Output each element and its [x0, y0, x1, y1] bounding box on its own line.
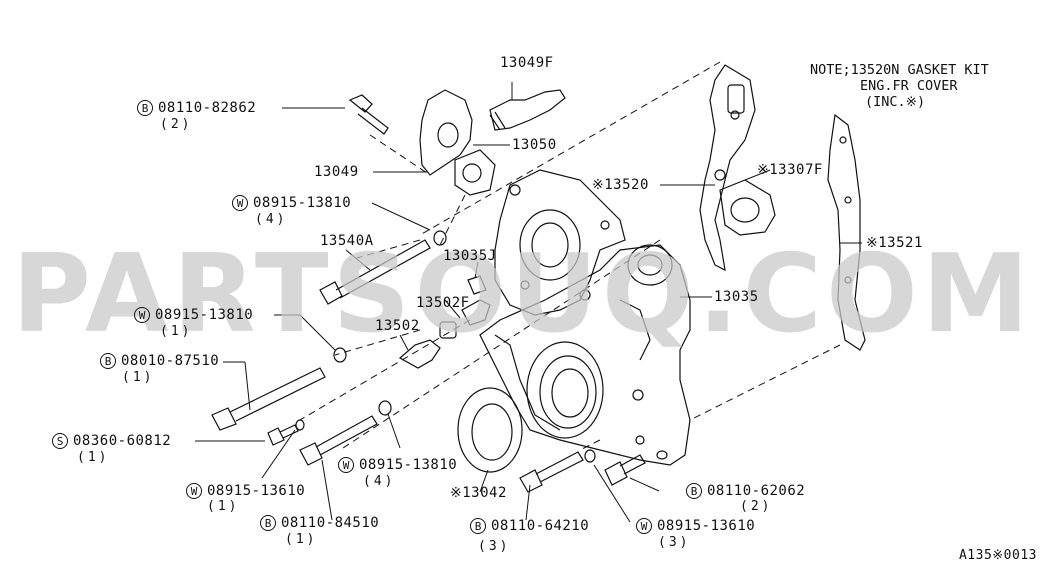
part-label-13049[interactable]: 13049 — [314, 164, 359, 180]
sensor-13049F — [489, 89, 566, 131]
bolt-symbol-B: B — [137, 100, 153, 116]
part-qty-08110-64210: (3) — [478, 539, 511, 554]
part-label-08110-82862[interactable]: 08110-82862 — [158, 100, 257, 116]
diagram-code: A135※0013 — [958, 548, 1037, 563]
part-label-08110-84510[interactable]: 08110-84510 — [281, 515, 380, 531]
part-label-13502F[interactable]: 13502F — [416, 295, 470, 311]
housing-13049 — [419, 89, 473, 176]
part-label-08110-62062[interactable]: 08110-62062 — [707, 483, 806, 499]
part-label-08360-60812[interactable]: 08360-60812 — [73, 433, 172, 449]
part-label-13307F[interactable]: ※13307F — [757, 162, 823, 178]
screw-08360-60812 — [267, 424, 299, 446]
part-label-13520[interactable]: ※13520 — [592, 177, 649, 193]
note-line-3: (INC.※) — [865, 94, 926, 110]
part-label-08915-13810-c[interactable]: 08915-13810 — [359, 457, 458, 473]
part-qty-08110-84510: (1) — [285, 532, 318, 547]
bolt-08110-82862 — [348, 94, 389, 135]
part-label-08915-13810-b[interactable]: 08915-13810 — [155, 307, 254, 323]
bolt-08110-84510 — [299, 415, 378, 466]
bolt-symbol-B: B — [686, 483, 702, 499]
washer-08915-b — [333, 347, 347, 363]
part-qty-08110-82862: (2) — [160, 117, 193, 132]
part-label-13502[interactable]: 13502 — [375, 318, 420, 334]
gasket-13520 — [699, 64, 756, 272]
part-qty-08915-13810-b: (1) — [160, 324, 193, 339]
gasket-13307F — [719, 179, 776, 236]
washer-symbol-W: W — [636, 518, 652, 534]
washer-08915-a — [433, 230, 447, 246]
washer-08915-c — [378, 400, 392, 416]
screw-symbol-S: S — [52, 433, 68, 449]
front-cover-13035 — [479, 244, 691, 466]
bolt-symbol-B: B — [100, 353, 116, 369]
note-line-1: NOTE;13520N GASKET KIT — [810, 62, 989, 78]
gasket-13050 — [454, 149, 496, 196]
part-qty-08360-60812: (1) — [77, 450, 110, 465]
washer-symbol-W: W — [338, 457, 354, 473]
part-label-13540A[interactable]: 13540A — [320, 233, 374, 249]
washer-symbol-W: W — [134, 307, 150, 323]
part-label-13050[interactable]: 13050 — [512, 137, 557, 153]
bolt-08010-87510 — [211, 367, 326, 431]
bolt-symbol-B: B — [260, 515, 276, 531]
washer-08915-13610-b — [584, 449, 596, 463]
dowel-13035J — [467, 275, 487, 295]
part-qty-08915-13810-c: (4) — [363, 474, 396, 489]
part-qty-08010-87510: (1) — [122, 370, 155, 385]
part-label-08915-13610-b[interactable]: 08915-13610 — [657, 518, 756, 534]
part-label-08915-13610-a[interactable]: 08915-13610 — [207, 483, 306, 499]
part-qty-08110-62062: (2) — [740, 499, 773, 514]
pipe-13502 — [398, 299, 491, 369]
gasket-13521 — [827, 113, 866, 351]
note-line-2: ENG.FR COVER — [860, 78, 958, 94]
part-qty-08915-13810-a: (4) — [255, 212, 288, 227]
water-pump-housing — [494, 169, 626, 316]
part-label-13035J[interactable]: 13035J — [443, 248, 497, 264]
part-label-13042[interactable]: ※13042 — [450, 485, 507, 501]
part-label-08915-13810-a[interactable]: 08915-13810 — [253, 195, 352, 211]
washer-symbol-W: W — [186, 483, 202, 499]
part-qty-08915-13610-b: (3) — [658, 535, 691, 550]
bolt-08110-64210 — [519, 451, 584, 493]
washer-08915-13610-a — [295, 419, 305, 431]
part-label-13521[interactable]: ※13521 — [866, 235, 923, 251]
leader-lines — [195, 82, 862, 523]
part-label-08110-64210[interactable]: 08110-64210 — [491, 518, 590, 534]
part-label-13035[interactable]: 13035 — [714, 289, 759, 305]
part-label-08010-87510[interactable]: 08010-87510 — [121, 353, 220, 369]
part-label-13049F[interactable]: 13049F — [500, 55, 554, 71]
part-qty-08915-13610-a: (1) — [207, 499, 240, 514]
bolt-13540A — [319, 239, 431, 305]
watermark-text: PARTSOUQ.COM — [11, 232, 1034, 357]
bolt-08110-62062 — [604, 454, 646, 486]
seal-13042 — [457, 387, 523, 473]
alignment-lines — [299, 61, 841, 451]
bolt-symbol-B: B — [470, 518, 486, 534]
washer-symbol-W: W — [232, 195, 248, 211]
